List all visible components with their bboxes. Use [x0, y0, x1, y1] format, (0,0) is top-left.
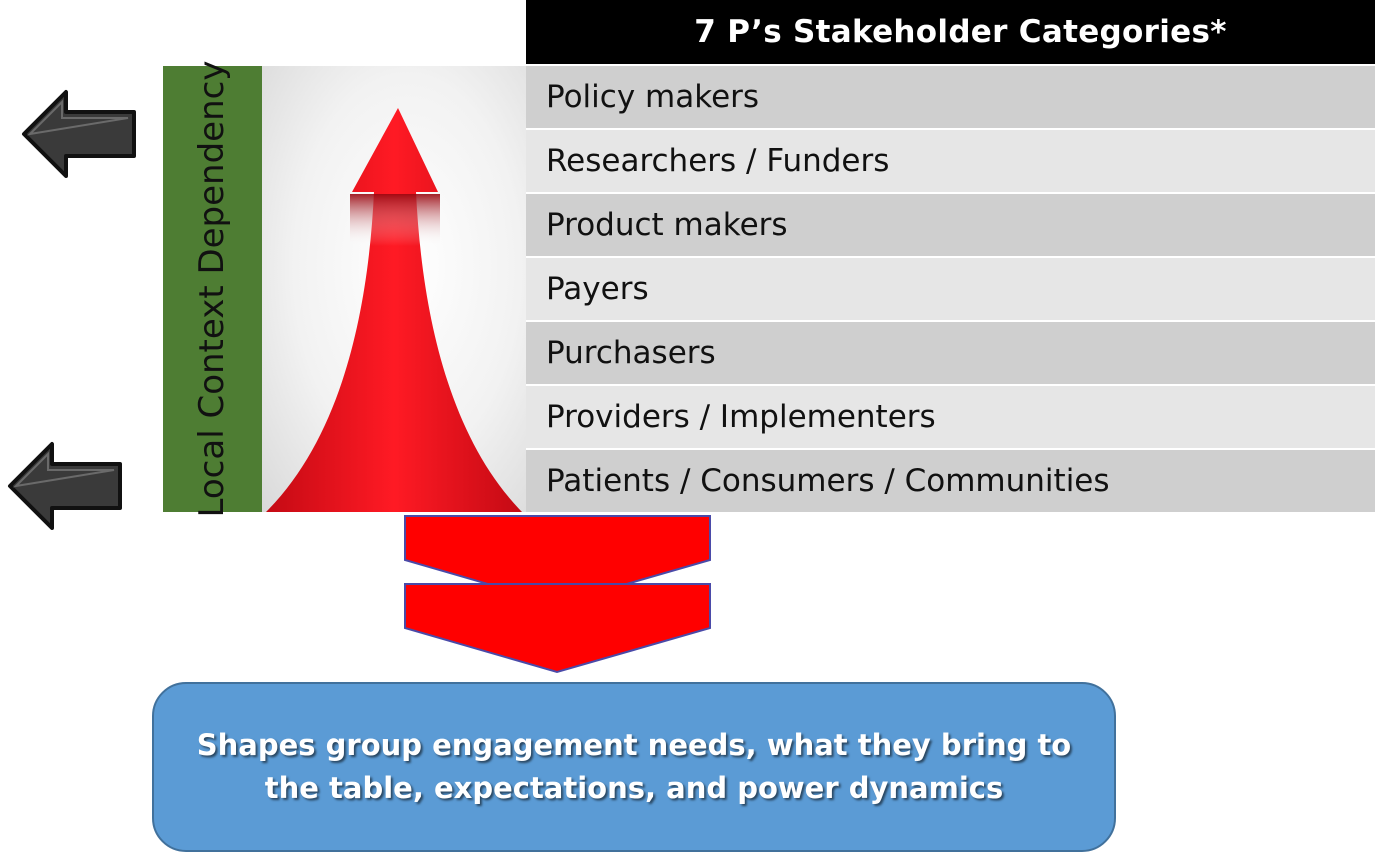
category-item: Purchasers	[526, 322, 1375, 384]
category-item: Policy makers	[526, 66, 1375, 128]
context-label: Local Context Dependency	[192, 60, 232, 518]
chevron-down-icon	[404, 515, 711, 674]
category-item: Patients / Consumers / Communities	[526, 450, 1375, 512]
category-item: Product makers	[526, 194, 1375, 256]
summary-box: Shapes group engagement needs, what they…	[152, 682, 1116, 852]
category-item: Payers	[526, 258, 1375, 320]
page-title: 7 P’s Stakeholder Categories*	[526, 0, 1375, 64]
left-arrow-icon	[22, 90, 136, 178]
left-arrow-icon	[8, 442, 122, 530]
upward-arrow-icon	[266, 108, 522, 512]
category-list: Policy makers Researchers / Funders Prod…	[526, 66, 1375, 514]
context-label-bar	[163, 66, 262, 512]
category-item: Researchers / Funders	[526, 130, 1375, 192]
category-item: Providers / Implementers	[526, 386, 1375, 448]
